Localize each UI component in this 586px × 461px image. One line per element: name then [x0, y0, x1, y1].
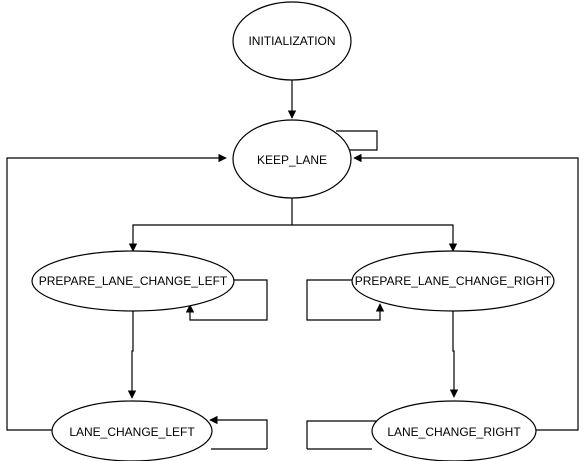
state-change-left-label: LANE_CHANGE_LEFT [69, 425, 195, 439]
edge-prepare-left-self-loop [185, 279, 268, 321]
state-lane-change-left: LANE_CHANGE_LEFT [51, 400, 213, 461]
state-lane-change-right: LANE_CHANGE_RIGHT [371, 400, 537, 461]
edge-keep-to-prepare-right [292, 224, 458, 252]
state-initialization-label: INITIALIZATION [248, 34, 335, 48]
state-keep-lane-label: KEEP_LANE [257, 153, 327, 167]
edge-prepare-left-to-change-left [127, 311, 137, 399]
edge-prepare-right-to-change-right [449, 311, 459, 398]
edge-keep-self-loop [336, 130, 378, 155]
edge-keep-to-prepare-left [128, 224, 292, 252]
state-prepare-lane-change-right: PREPARE_LANE_CHANGE_RIGHT [351, 250, 555, 312]
edge-prepare-right-self-loop [306, 279, 385, 321]
state-prepare-left-label: PREPARE_LANE_CHANGE_LEFT [39, 274, 228, 288]
state-change-right-label: LANE_CHANGE_RIGHT [387, 425, 521, 439]
edge-change-left-self-loop [209, 415, 268, 449]
state-keep-lane: KEEP_LANE [232, 119, 352, 199]
edge-change-right-self-loop [306, 420, 384, 449]
state-initialization: INITIALIZATION [232, 1, 352, 81]
state-prepare-right-label: PREPARE_LANE_CHANGE_RIGHT [355, 274, 552, 288]
state-prepare-lane-change-left: PREPARE_LANE_CHANGE_LEFT [31, 250, 235, 312]
edge-change-right-to-keep [353, 153, 579, 431]
edge-change-left-to-keep [6, 153, 227, 431]
